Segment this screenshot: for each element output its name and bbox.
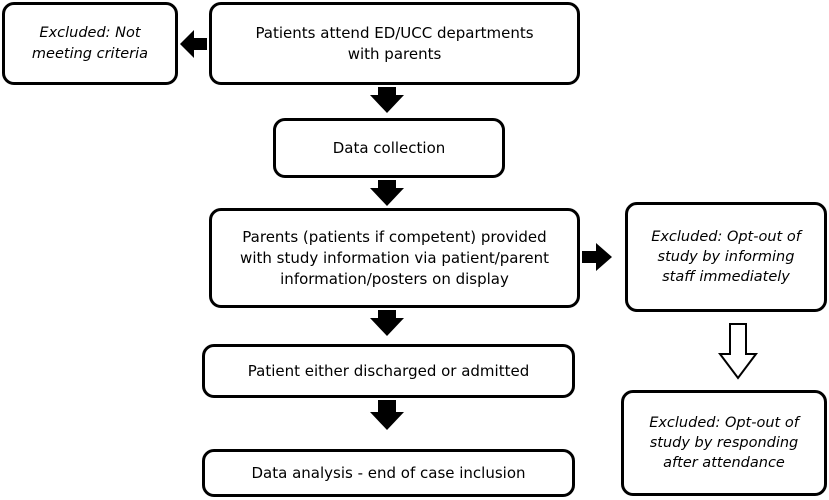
box-study-information: Parents (patients if competent) provided… (209, 208, 580, 308)
arrow-down-hollow-to-excluded-opt-out-after (718, 323, 758, 380)
box-text-line: Patient either discharged or admitted (247, 361, 530, 380)
box-text-line: Patients attend ED/UCC departments (255, 23, 534, 42)
box-excluded-opt-out-immediately: Excluded: Opt-out of study by informing … (625, 202, 827, 312)
box-text-line: after attendance (663, 455, 785, 472)
box-excluded-opt-out-after-attendance: Excluded: Opt-out of study by responding… (621, 390, 827, 496)
arrow-down-to-discharged (370, 310, 404, 336)
box-text-line: staff immediately (662, 269, 790, 286)
box-text-line: Excluded: Opt-out of (649, 414, 799, 431)
box-text-line: study by informing (657, 248, 795, 265)
arrow-right-to-excluded-opt-out-immediately (582, 243, 612, 271)
box-patients-attend: Patients attend ED/UCC departments with … (209, 2, 580, 85)
box-text-line: with study information via patient/paren… (240, 248, 549, 267)
arrow-down-to-data-collection (370, 87, 404, 113)
box-text-line: Data collection (332, 138, 446, 157)
arrow-down-to-data-analysis (370, 400, 404, 430)
arrow-left-to-excluded-criteria (180, 30, 207, 58)
box-discharged-or-admitted: Patient either discharged or admitted (202, 344, 575, 398)
box-text-line: Excluded: Not (39, 25, 141, 42)
box-text-line: study by responding (649, 434, 799, 451)
box-text-line: meeting criteria (31, 45, 149, 62)
box-text-line: Parents (patients if competent) provided (242, 227, 547, 246)
arrow-down-to-study-information (370, 180, 404, 206)
box-text-line: Excluded: Opt-out of (651, 228, 801, 245)
box-text-line: Data analysis - end of case inclusion (251, 463, 526, 482)
box-data-analysis: Data analysis - end of case inclusion (202, 449, 575, 497)
box-text-line: information/posters on display (280, 269, 509, 288)
box-excluded-not-meeting-criteria: Excluded: Not meeting criteria (2, 2, 178, 85)
box-text-line: with parents (347, 44, 442, 63)
box-data-collection: Data collection (273, 118, 505, 178)
